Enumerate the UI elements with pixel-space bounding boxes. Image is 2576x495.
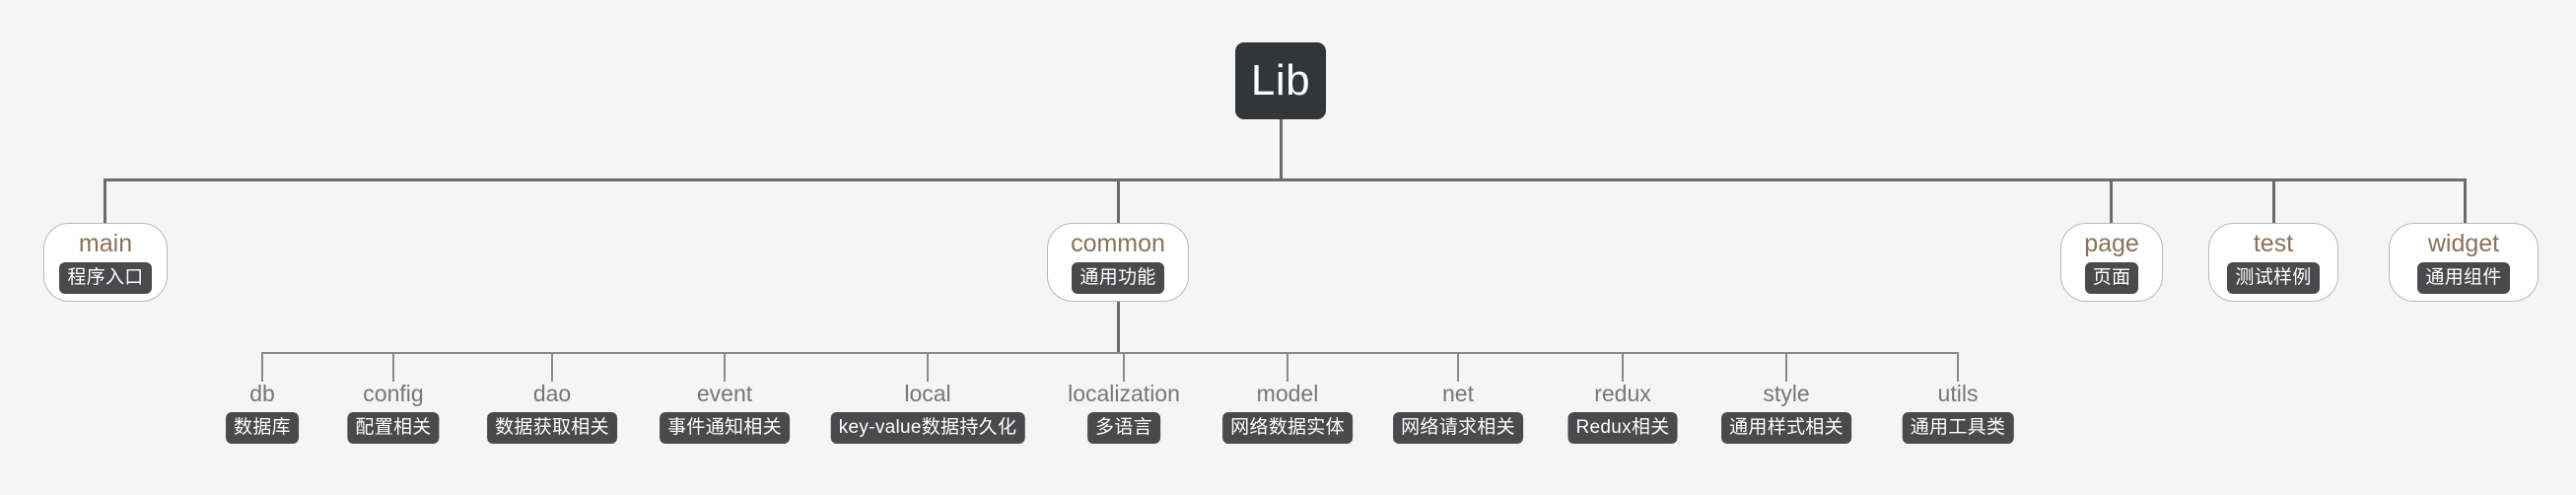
node-main[interactable]: main 程序入口 (43, 223, 168, 302)
level3-drop-dao (551, 352, 553, 382)
leaf-utils-label: utils (1937, 381, 1979, 406)
leaf-style-label: style (1763, 381, 1810, 406)
level3-drop-db (261, 352, 263, 382)
node-common[interactable]: common 通用功能 (1047, 223, 1189, 302)
level3-drop-utils (1957, 352, 1959, 382)
node-common-label: common (1071, 229, 1165, 257)
level3-bus-connector (261, 352, 1958, 354)
leaf-config[interactable]: config 配置相关 (347, 381, 440, 445)
leaf-utils[interactable]: utils 通用工具类 (1902, 381, 2014, 445)
leaf-dao-badge: 数据获取相关 (487, 412, 617, 445)
leaf-net[interactable]: net 网络请求相关 (1393, 381, 1523, 445)
leaf-db-badge: 数据库 (226, 412, 299, 445)
node-main-label: main (78, 229, 133, 257)
leaf-local[interactable]: local key-value数据持久化 (830, 381, 1025, 445)
level2-drop-test (2272, 178, 2275, 224)
root-node-lib[interactable]: Lib (1235, 42, 1326, 119)
level2-drop-common (1117, 178, 1120, 224)
level3-drop-net (1457, 352, 1459, 382)
leaf-local-label: local (904, 381, 951, 406)
level2-drop-widget (2464, 178, 2467, 224)
root-stem-connector (1280, 119, 1283, 180)
node-page-label: page (2084, 229, 2139, 257)
leaf-event[interactable]: event 事件通知相关 (660, 381, 790, 445)
leaf-style-badge: 通用样式相关 (1721, 412, 1851, 445)
leaf-localization-badge: 多语言 (1087, 412, 1160, 445)
leaf-event-badge: 事件通知相关 (660, 412, 790, 445)
leaf-model-badge: 网络数据实体 (1222, 412, 1353, 445)
node-test[interactable]: test 测试样例 (2208, 223, 2338, 302)
level3-drop-event (724, 352, 726, 382)
leaf-utils-badge: 通用工具类 (1902, 412, 2014, 445)
leaf-style[interactable]: style 通用样式相关 (1721, 381, 1851, 445)
leaf-redux-badge: Redux相关 (1567, 412, 1678, 445)
level3-drop-localization (1123, 352, 1125, 382)
node-common-badge: 通用功能 (1072, 262, 1164, 295)
leaf-dao-label: dao (532, 381, 572, 406)
node-main-badge: 程序入口 (59, 262, 152, 295)
node-test-label: test (2253, 229, 2294, 257)
node-widget-badge: 通用组件 (2417, 262, 2510, 295)
level2-drop-page (2110, 178, 2113, 224)
leaf-event-label: event (696, 381, 753, 406)
node-test-badge: 测试样例 (2227, 262, 2320, 295)
level2-bus-connector (104, 178, 2467, 181)
root-node-label: Lib (1250, 56, 1311, 105)
node-page[interactable]: page 页面 (2060, 223, 2163, 302)
leaf-net-badge: 网络请求相关 (1393, 412, 1523, 445)
leaf-model-label: model (1256, 381, 1319, 406)
level3-drop-redux (1622, 352, 1624, 382)
leaf-redux-label: redux (1594, 381, 1651, 406)
leaf-local-badge: key-value数据持久化 (830, 412, 1025, 445)
leaf-model[interactable]: model 网络数据实体 (1222, 381, 1353, 445)
level3-drop-config (392, 352, 394, 382)
level3-drop-model (1287, 352, 1288, 382)
leaf-net-label: net (1442, 381, 1474, 406)
leaf-localization-label: localization (1068, 381, 1180, 406)
leaf-redux[interactable]: redux Redux相关 (1567, 381, 1678, 445)
level2-drop-main (104, 178, 106, 224)
node-widget-label: widget (2427, 229, 2500, 257)
leaf-config-label: config (363, 381, 424, 406)
node-page-badge: 页面 (2084, 262, 2139, 295)
leaf-localization[interactable]: localization 多语言 (1068, 381, 1180, 445)
leaf-config-badge: 配置相关 (347, 412, 440, 445)
level3-drop-local (927, 352, 929, 382)
leaf-db-label: db (249, 381, 275, 406)
level3-drop-style (1785, 352, 1787, 382)
node-widget[interactable]: widget 通用组件 (2389, 223, 2539, 302)
leaf-db[interactable]: db 数据库 (226, 381, 299, 445)
common-stem-connector (1117, 302, 1120, 353)
leaf-dao[interactable]: dao 数据获取相关 (487, 381, 617, 445)
